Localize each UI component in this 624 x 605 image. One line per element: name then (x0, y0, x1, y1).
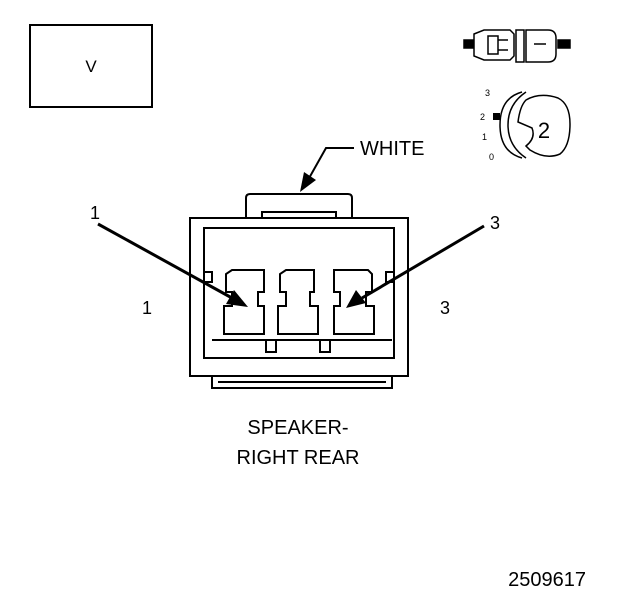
connector-locator: 3 2 1 0 2 (480, 88, 571, 162)
pin-3-leader (361, 224, 485, 300)
pin-3-arrow-label: 3 (490, 213, 500, 233)
pin-cavity-1 (223, 269, 265, 335)
figure-number: 2509617 (508, 569, 586, 591)
pin-3-arrowhead (346, 290, 366, 308)
pin-3-side-label: 3 (440, 298, 450, 318)
connector-caption: SPEAKER- RIGHT REAR (237, 417, 360, 469)
locator-scale-0: 0 (489, 152, 494, 162)
locator-scale-3: 3 (485, 88, 490, 98)
inline-connector-icon (463, 29, 571, 63)
locator-arc (499, 91, 523, 159)
view-box-frame (29, 24, 153, 108)
view-box-label: V (85, 57, 97, 76)
pin-callouts: 1 3 1 3 (90, 203, 500, 318)
pin-1-arrowhead (226, 290, 248, 307)
color-callout-arrowhead (300, 172, 316, 192)
pin-cavity-2 (277, 269, 319, 335)
pin-1-side-label: 1 (142, 298, 152, 318)
pin-1-leader (97, 222, 233, 300)
caption-line-2: RIGHT REAR (237, 447, 360, 469)
pin-1-arrow-label: 1 (90, 203, 100, 223)
connector-number: 2 (538, 118, 550, 143)
color-callout: WHITE (300, 138, 424, 192)
view-box: V (29, 24, 153, 108)
connector-body (189, 193, 409, 389)
color-callout-leader (307, 147, 354, 181)
locator-scale-2: 2 (480, 112, 485, 122)
caption-line-1: SPEAKER- (247, 417, 348, 439)
locator-badge (517, 94, 571, 157)
connector-color-label: WHITE (360, 138, 424, 160)
locator-marker (493, 113, 500, 120)
connector-inner-frame (203, 227, 395, 359)
locator-scale-1: 1 (482, 132, 487, 142)
